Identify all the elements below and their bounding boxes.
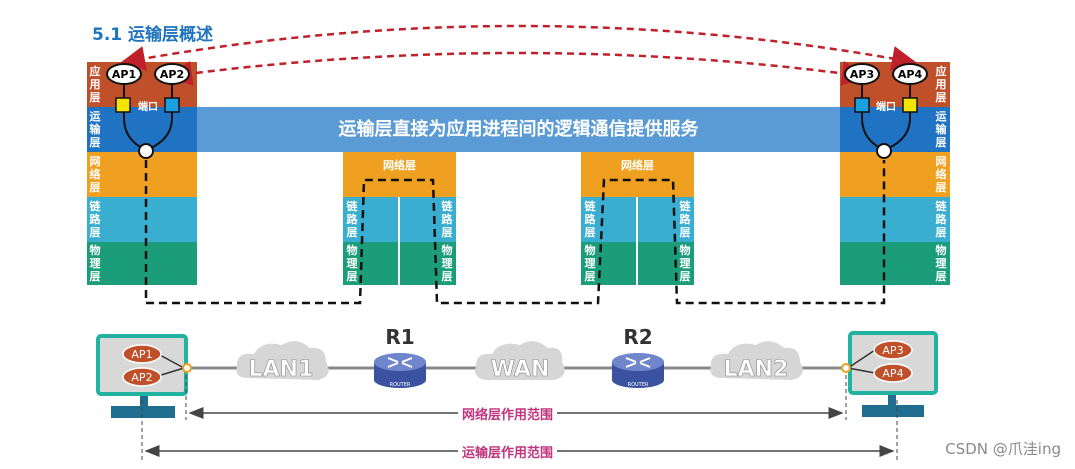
left-transport-label: 运输层	[89, 110, 101, 149]
cloud-lan1-label: LAN1	[249, 357, 314, 382]
r1-phys-label-left: 物理层	[346, 244, 358, 283]
logical-arrow-ap2-ap3	[167, 51, 867, 86]
right-host-port	[841, 363, 851, 373]
left-port-yellow	[115, 97, 131, 113]
right-app-label: 应用层	[935, 65, 947, 104]
right-ip-node	[876, 143, 892, 159]
r1-phys-right	[400, 242, 456, 285]
right-link-layer	[840, 197, 950, 242]
left-host-port	[182, 363, 192, 373]
right-host-screen	[848, 331, 938, 395]
right-ap4-ellipse	[892, 63, 928, 85]
transport-range-label: 运输层作用范围	[458, 442, 558, 461]
r2-link-label-right: 链路层	[679, 200, 691, 239]
right-host: AP3 AP4	[841, 331, 938, 417]
left-ip-node	[138, 143, 154, 159]
left-ap1-ellipse	[106, 63, 142, 85]
host-ap2	[122, 367, 162, 387]
left-host: AP1 AP2	[96, 334, 192, 418]
left-link-layer	[87, 197, 197, 242]
right-host-base	[862, 405, 924, 417]
host-ap2-label: AP2	[131, 371, 152, 384]
router-r2: R2 ROUTER	[612, 325, 664, 388]
network-range-label: 网络层作用范围	[458, 404, 558, 423]
cloud-wan-label: WAN	[491, 357, 550, 382]
cloud-lan2: LAN2	[710, 341, 803, 382]
r1-phys-label-right: 物理层	[441, 244, 453, 283]
host-ap4	[873, 363, 913, 383]
router-r1-badge: ROUTER	[390, 382, 411, 388]
router-r2-badge: ROUTER	[628, 382, 649, 388]
left-physical-label: 物理层	[89, 244, 101, 283]
r2-network-label: 网络层	[621, 159, 654, 172]
left-app-label: 应用层	[89, 65, 101, 104]
left-port-blue	[164, 97, 180, 113]
right-ap3-ellipse	[844, 63, 880, 85]
left-ap2-label: AP2	[160, 68, 184, 81]
right-port-yellow	[902, 97, 918, 113]
transport-banner-text: 运输层直接为应用进程间的逻辑通信提供服务	[338, 119, 699, 140]
r2-link-label-left: 链路层	[584, 200, 596, 239]
transport-banner	[197, 107, 840, 152]
right-ap4-label: AP4	[898, 68, 923, 81]
left-physical-layer	[87, 242, 197, 285]
host-ap3-label: AP3	[882, 344, 903, 357]
r1-link-left	[343, 197, 398, 242]
logical-arrow-ap1-ap4	[120, 24, 917, 71]
host-ap4-label: AP4	[882, 367, 903, 380]
right-network-label: 网络层	[935, 155, 947, 194]
r1-link-right	[400, 197, 456, 242]
cloud-wan: WAN	[475, 341, 565, 382]
router-r1-label: R1	[385, 325, 414, 349]
right-physical-label: 物理层	[935, 244, 947, 283]
right-link-label: 链路层	[935, 200, 947, 239]
right-physical-layer	[840, 242, 950, 285]
right-transport-label: 运输层	[935, 110, 947, 149]
left-ap2-ellipse	[154, 63, 190, 85]
r2-phys-left	[581, 242, 636, 285]
host-ap1-label: AP1	[131, 348, 152, 361]
router-r2-icon	[612, 353, 664, 371]
cloud-lan2-label: LAN2	[724, 357, 789, 382]
left-link-label: 链路层	[89, 200, 101, 239]
left-network-label: 网络层	[89, 155, 101, 194]
right-network-layer	[840, 152, 950, 197]
left-ap-tree: AP1 AP2 端口	[106, 63, 190, 159]
left-network-layer	[87, 152, 197, 197]
router-r1: R1 ROUTER	[374, 325, 426, 388]
left-ap1-label: AP1	[112, 68, 136, 81]
right-ap-tree: AP3 AP4 端口	[844, 63, 928, 159]
r2-link-left	[581, 197, 636, 242]
router-r1-icon	[374, 353, 426, 371]
right-port-label: 端口	[876, 100, 896, 113]
r2-phys-label-right: 物理层	[679, 244, 691, 283]
r2-network-layer	[581, 152, 694, 197]
right-ap3-label: AP3	[850, 68, 874, 81]
left-port-label: 端口	[138, 100, 158, 113]
r1-network-label: 网络层	[383, 159, 416, 172]
cloud-lan1: LAN1	[236, 341, 329, 382]
r1-phys-left	[343, 242, 398, 285]
right-port-blue	[854, 97, 870, 113]
r1-network-layer	[343, 152, 456, 197]
router-r2-label: R2	[623, 325, 652, 349]
host-ap3	[873, 340, 913, 360]
r2-phys-label-left: 物理层	[584, 244, 596, 283]
r2-phys-right	[638, 242, 694, 285]
left-host-base	[111, 406, 175, 418]
r2-link-right	[638, 197, 694, 242]
physical-path	[144, 160, 886, 305]
page-title: 5.1 运输层概述	[92, 25, 214, 45]
r1-link-label-right: 链路层	[441, 200, 453, 239]
r1-link-label-left: 链路层	[346, 200, 358, 239]
watermark: CSDN @爪洼ing	[945, 440, 1061, 458]
host-ap1	[122, 344, 162, 364]
